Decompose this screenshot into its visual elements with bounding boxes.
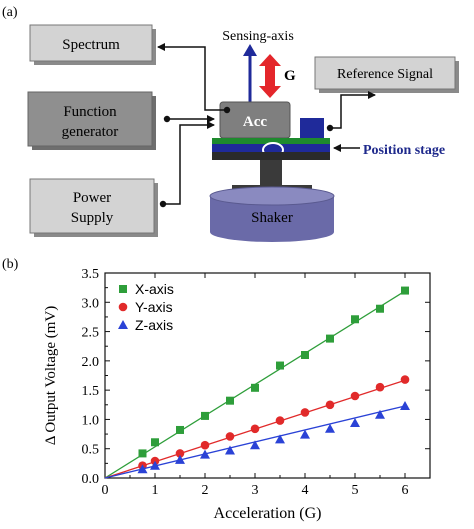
data-point-z-axis bbox=[275, 434, 285, 444]
x-tick-label: 6 bbox=[402, 483, 409, 498]
data-point-x-axis bbox=[201, 411, 209, 420]
spectrum-label: Spectrum bbox=[62, 37, 120, 53]
x-tick-label: 0 bbox=[102, 483, 109, 498]
legend-label-x-axis: X-axis bbox=[135, 281, 174, 297]
data-point-y-axis bbox=[375, 382, 385, 392]
data-point-x-axis bbox=[376, 304, 384, 313]
sensor-to-reference-signal-line bbox=[330, 91, 376, 129]
power-supply-box bbox=[29, 178, 155, 234]
y-tick-label: 0.5 bbox=[82, 443, 100, 458]
data-point-z-axis bbox=[137, 464, 148, 474]
y-tick-label: 3.0 bbox=[82, 296, 100, 311]
legend-marker-z-axis bbox=[118, 320, 128, 329]
data-point-y-axis bbox=[250, 424, 260, 434]
legend-label-z-axis: Z-axis bbox=[135, 317, 173, 333]
x-tick-label: 5 bbox=[352, 483, 359, 498]
legend-label-y-axis: Y-axis bbox=[135, 299, 173, 315]
y-tick-label: 2.5 bbox=[82, 326, 100, 341]
y-tick-label: 0.0 bbox=[82, 472, 100, 487]
legend-marker-x-axis bbox=[119, 285, 127, 293]
y-tick-label: 1.0 bbox=[82, 413, 100, 428]
acc-to-spectrum-line bbox=[157, 43, 227, 111]
data-point-z-axis bbox=[175, 454, 185, 464]
legend-marker-y-axis bbox=[118, 302, 128, 312]
data-point-z-axis bbox=[375, 409, 385, 419]
data-point-x-axis bbox=[301, 351, 309, 359]
y-tick-label: 1.5 bbox=[82, 384, 100, 399]
data-point-y-axis bbox=[325, 400, 335, 410]
data-point-x-axis bbox=[401, 286, 409, 295]
x-tick-label: 1 bbox=[152, 483, 159, 498]
reference-sensor-dot bbox=[326, 124, 334, 132]
panel-a-label: (a) bbox=[2, 5, 18, 20]
panel-b: (b) 0 1 2 3 4 5 6 0.0 0.5 1.0 1.5 2.0 2.5 3.0 3.5Accel… bbox=[2, 257, 431, 522]
spectrum-box bbox=[29, 24, 153, 62]
power-supply-label-line2: Supply bbox=[71, 210, 114, 226]
y-axis-label: Δ Output Voltage (mV) bbox=[43, 306, 59, 446]
connection-lines bbox=[157, 43, 376, 205]
data-point-x-axis bbox=[226, 396, 234, 405]
y-tick-label: 3.5 bbox=[82, 267, 100, 282]
acc-label: Acc bbox=[243, 114, 267, 130]
chart: 0 1 2 3 4 5 6 0.0 0.5 1.0 1.5 2.0 2.5 3.0 3.5Accelerat… bbox=[43, 267, 431, 522]
data-point-x-axis bbox=[151, 438, 159, 447]
reference-signal-label: Reference Signal bbox=[337, 67, 433, 82]
data-point-y-axis bbox=[175, 449, 185, 458]
data-point-z-axis bbox=[400, 400, 410, 410]
position-stage-label: Position stage bbox=[363, 143, 445, 158]
data-point-z-axis bbox=[200, 449, 210, 459]
data-point-y-axis bbox=[275, 416, 285, 425]
data-point-z-axis bbox=[300, 429, 310, 439]
position-stage-top bbox=[212, 138, 330, 144]
panel-b-label: (b) bbox=[2, 257, 19, 272]
power-supply-to-acc-line bbox=[163, 121, 215, 205]
power-supply-label-line1: Power bbox=[73, 190, 111, 206]
data-point-x-axis bbox=[276, 361, 284, 370]
reference-sensor bbox=[300, 118, 324, 138]
x-tick-label: 3 bbox=[252, 483, 259, 498]
x-axis-label: Acceleration (G) bbox=[214, 505, 322, 522]
acc-dot bbox=[223, 106, 231, 114]
data-point-z-axis bbox=[250, 440, 260, 450]
data-point-z-axis bbox=[225, 445, 235, 455]
reference-signal-box bbox=[314, 56, 456, 90]
data-point-z-axis bbox=[150, 460, 160, 470]
data-point-z-axis bbox=[350, 417, 360, 427]
function-generator-dot bbox=[163, 115, 171, 123]
panel-a: (a) Spectrum Function generator Power Su… bbox=[2, 5, 459, 242]
sensing-axis-arrowhead bbox=[243, 44, 257, 56]
data-point-y-axis bbox=[400, 375, 410, 384]
data-point-x-axis bbox=[351, 315, 359, 324]
data-point-y-axis bbox=[200, 440, 210, 450]
g-double-arrow bbox=[259, 54, 281, 98]
g-label: G bbox=[284, 68, 296, 84]
data-point-y-axis bbox=[225, 432, 235, 441]
sensing-axis-label: Sensing-axis bbox=[222, 29, 294, 44]
x-tick-label: 2 bbox=[202, 483, 209, 498]
position-stage-base bbox=[212, 152, 330, 160]
data-point-z-axis bbox=[325, 423, 335, 433]
y-tick-label: 2.0 bbox=[82, 355, 100, 370]
shaker-top bbox=[209, 186, 335, 206]
function-generator-label-line1: Function bbox=[63, 104, 117, 120]
data-point-x-axis bbox=[138, 449, 147, 458]
shaker-body bbox=[210, 196, 334, 242]
connection-dots bbox=[159, 106, 334, 208]
power-supply-dot bbox=[159, 200, 167, 208]
data-point-x-axis bbox=[251, 383, 259, 392]
shaker-label: Shaker bbox=[251, 210, 293, 226]
function-generator-label-line2: generator bbox=[62, 124, 119, 140]
x-tick-label: 4 bbox=[302, 483, 309, 498]
data-point-x-axis bbox=[176, 425, 184, 434]
data-point-x-axis bbox=[326, 334, 334, 343]
function-generator-box bbox=[27, 91, 153, 147]
shaker-column bbox=[260, 160, 282, 190]
data-point-y-axis bbox=[350, 391, 360, 401]
data-point-y-axis bbox=[300, 408, 310, 417]
